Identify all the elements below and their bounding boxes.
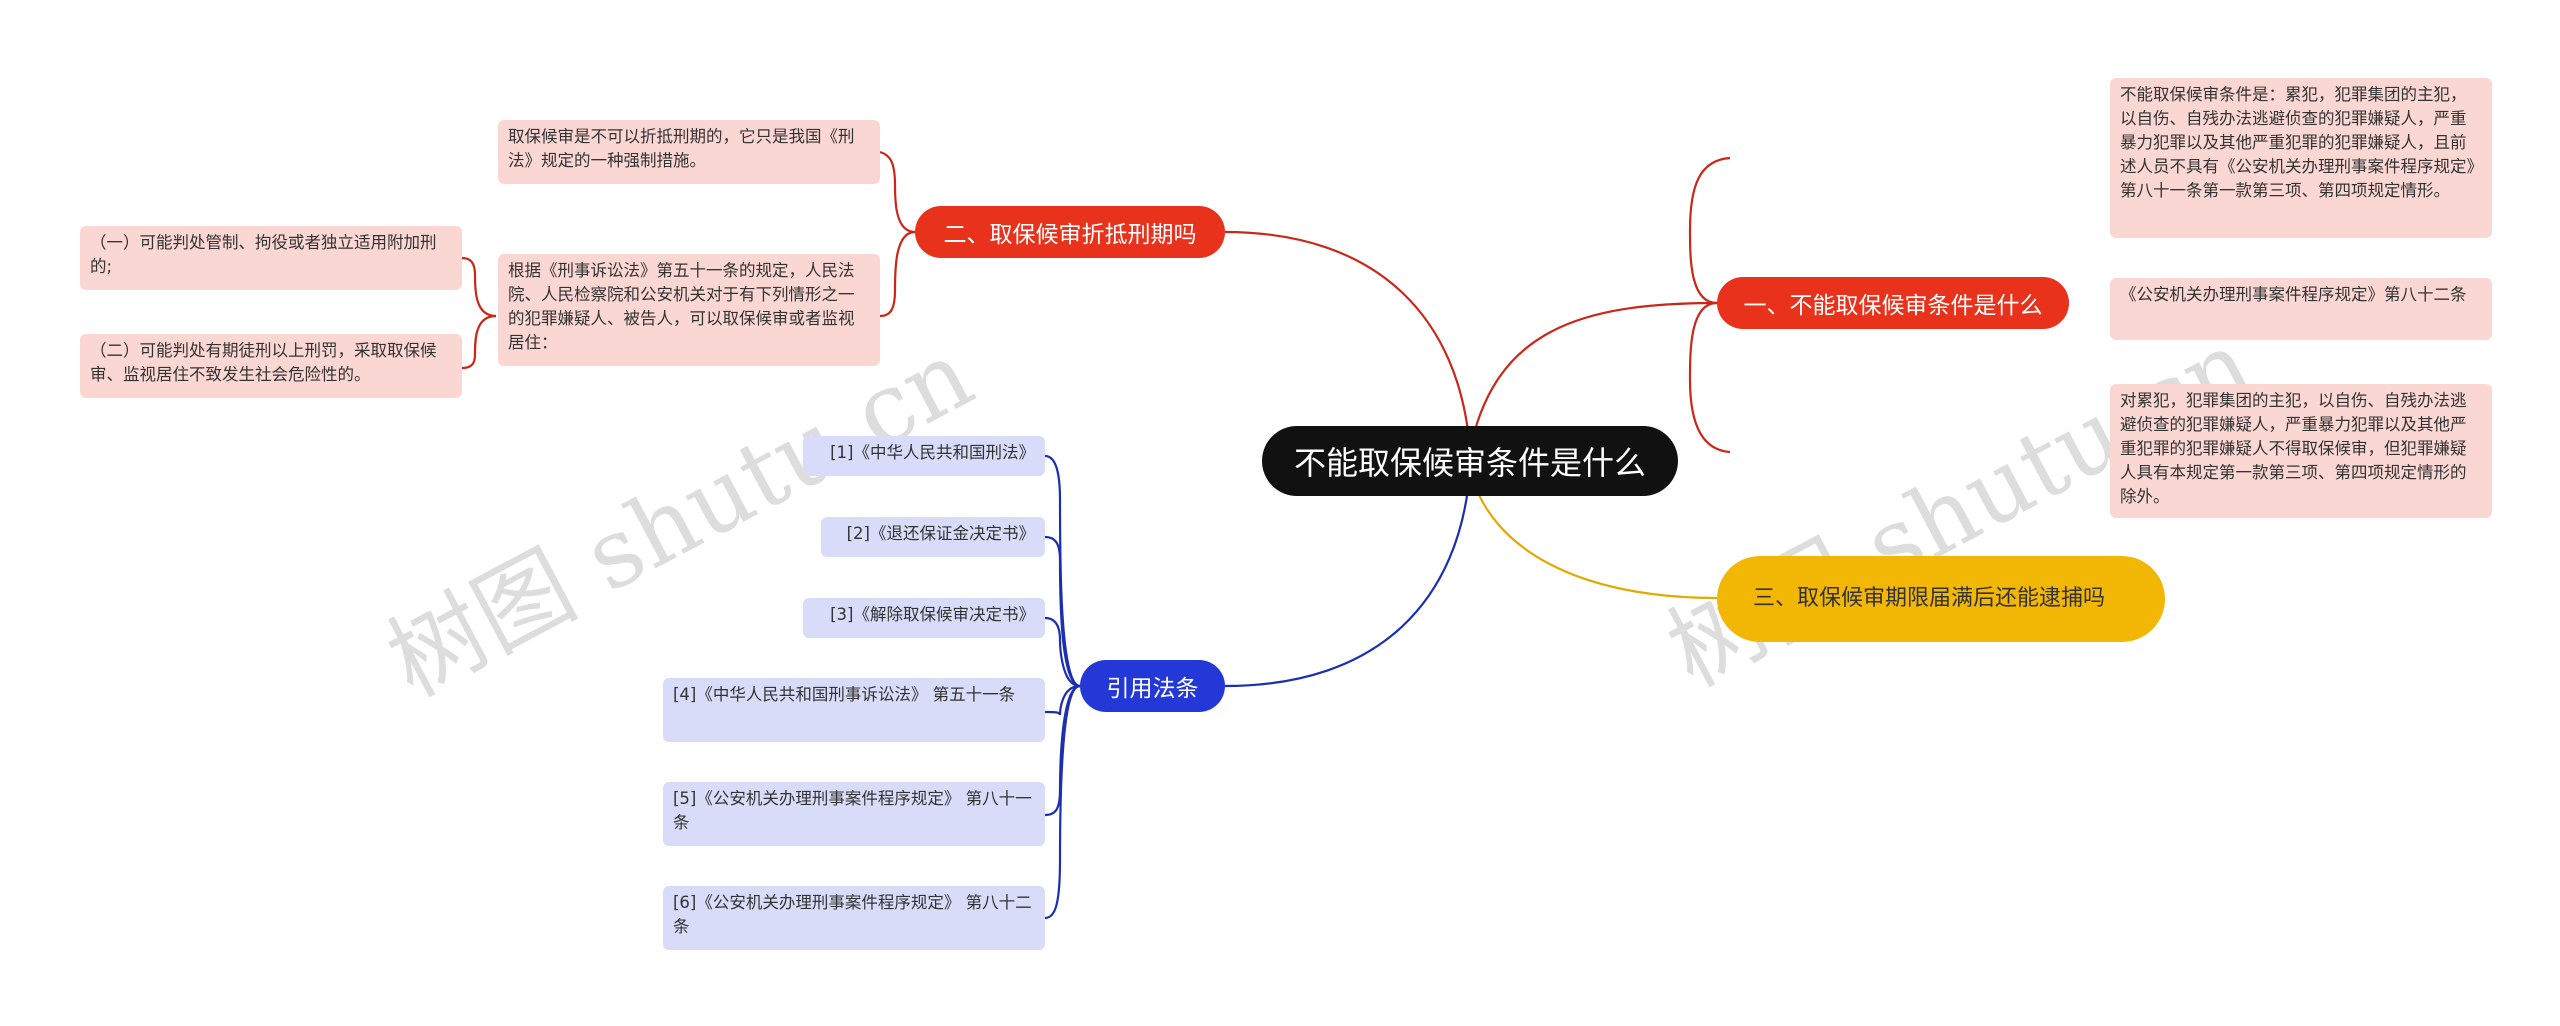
branch-bail-offset-sentence[interactable]: 二、取保候审折抵刑期吗 xyxy=(915,206,1225,258)
leaf-bail-not-offset[interactable]: 取保候审是不可以折抵刑期的，它只是我国《刑法》规定的一种强制措施。 xyxy=(498,120,880,184)
cited-law-6[interactable]: [6]《公安机关办理刑事案件程序规定》 第八十二条 xyxy=(663,886,1045,950)
sub-leaf-condition-1[interactable]: （一）可能判处管制、拘役或者独立适用附加刑的; xyxy=(80,226,462,290)
branch-no-bail-conditions[interactable]: 一、不能取保候审条件是什么 xyxy=(1717,277,2069,329)
leaf-regulation-article-82[interactable]: 《公安机关办理刑事案件程序规定》第八十二条 xyxy=(2110,278,2492,340)
branch-arrest-after-bail-expiry[interactable]: 三、取保候审期限届满后还能逮捕吗 xyxy=(1717,556,2165,642)
root-topic[interactable]: 不能取保候审条件是什么 xyxy=(1262,426,1678,496)
leaf-no-bail-exception[interactable]: 对累犯，犯罪集团的主犯，以自伤、自残办法逃避侦查的犯罪嫌疑人，严重暴力犯罪以及其… xyxy=(2110,384,2492,518)
sub-leaf-condition-2[interactable]: （二）可能判处有期徒刑以上刑罚，采取取保候审、监视居住不致发生社会危险性的。 xyxy=(80,334,462,398)
cited-law-1[interactable]: [1]《中华人民共和国刑法》 xyxy=(803,436,1045,476)
branch-cited-laws[interactable]: 引用法条 xyxy=(1080,660,1225,712)
cited-law-2[interactable]: [2]《退还保证金决定书》 xyxy=(821,517,1045,557)
cited-law-3[interactable]: [3]《解除取保候审决定书》 xyxy=(803,598,1045,638)
leaf-no-bail-definition[interactable]: 不能取保候审条件是：累犯，犯罪集团的主犯，以自伤、自残办法逃避侦查的犯罪嫌疑人，… xyxy=(2110,78,2492,238)
cited-law-5[interactable]: [5]《公安机关办理刑事案件程序规定》 第八十一条 xyxy=(663,782,1045,846)
cited-law-4[interactable]: [4]《中华人民共和国刑事诉讼法》 第五十一条 xyxy=(663,678,1045,742)
leaf-criminal-procedure-article-51[interactable]: 根据《刑事诉讼法》第五十一条的规定，人民法院、人民检察院和公安机关对于有下列情形… xyxy=(498,254,880,366)
